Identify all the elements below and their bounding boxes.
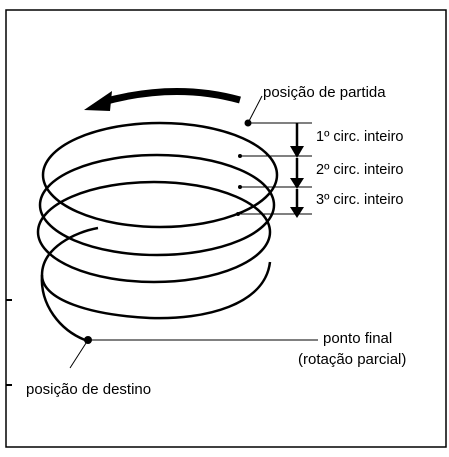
turn1-label: 1º circ. inteiro	[316, 129, 404, 145]
coil-3	[36, 180, 272, 284]
coil-tail	[40, 274, 86, 342]
turn1-dot	[238, 154, 242, 158]
start-position-label: posição de partida	[263, 84, 386, 101]
destination-leader	[69, 339, 89, 369]
helix-coils	[36, 121, 279, 342]
leader-lines	[69, 95, 318, 369]
end-point-label: ponto final	[323, 330, 393, 347]
down-arrow-icon	[290, 178, 304, 189]
frame-border	[5, 9, 447, 448]
turn2-label: 2º circ. inteiro	[316, 162, 404, 178]
turn-arrowheads	[290, 146, 304, 218]
coil-2	[38, 153, 276, 257]
turn2-dot	[238, 185, 242, 189]
end-point-marker	[84, 336, 92, 344]
down-arrow-icon	[290, 207, 304, 218]
turn3-dot	[236, 212, 240, 216]
rotation-arrow-icon	[84, 88, 241, 111]
destination-position-label: posição de destino	[26, 381, 152, 398]
turn3-label: 3º circ. inteiro	[316, 192, 404, 208]
coil-1	[41, 121, 279, 229]
coil-4-front	[40, 226, 272, 320]
partial-rotation-label: (rotação parcial)	[298, 351, 407, 368]
start-leader	[247, 95, 263, 124]
down-arrow-icon	[290, 146, 304, 158]
